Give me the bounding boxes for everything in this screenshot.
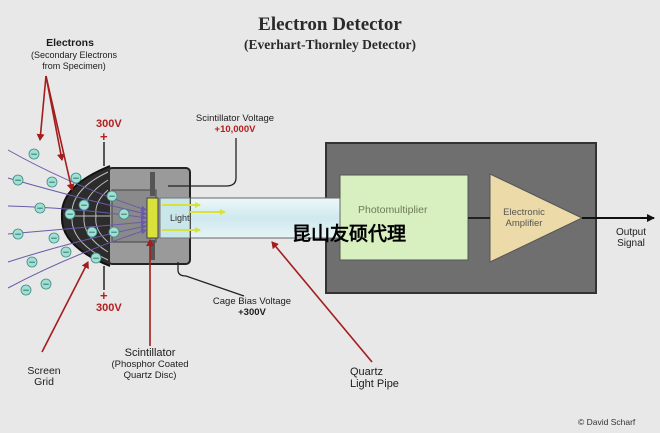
- electron: [26, 256, 38, 268]
- electron-charge-symbol: −: [80, 201, 88, 211]
- scintillator-disc: [146, 197, 159, 239]
- quartz-light-pipe-label: Quartz Light Pipe: [350, 366, 399, 390]
- electron: [40, 278, 52, 290]
- electrons: −−−−−−−−−−−−−−−−−−: [12, 148, 130, 296]
- electron-charge-symbol: −: [22, 286, 30, 296]
- cage-bias-wire: [177, 262, 245, 297]
- electron: [12, 228, 24, 240]
- scintillator-line1: Scintillator: [124, 347, 176, 359]
- electron-charge-symbol: −: [92, 254, 100, 264]
- electron-charge-symbol: −: [48, 178, 56, 188]
- electron: [78, 199, 90, 211]
- scintillator-voltage-line1: Scintillator Voltage: [195, 113, 275, 124]
- electron-charge-symbol: −: [28, 258, 36, 268]
- electron: [106, 190, 118, 202]
- electron: [12, 174, 24, 186]
- bottom-voltage-label: 300V: [96, 302, 122, 314]
- cage-slit-top: [150, 172, 155, 196]
- electron: [60, 246, 72, 258]
- electron: [70, 172, 82, 184]
- amplifier-label-line2: Amplifier: [505, 218, 543, 229]
- amplifier-label: Electronic Amplifier: [490, 207, 558, 229]
- electrons-label-line2: (Secondary Electrons: [30, 50, 118, 60]
- output-signal-label: Output Signal: [606, 227, 656, 249]
- light-arrows: [162, 202, 226, 233]
- electron-charge-symbol: −: [36, 204, 44, 214]
- screen-grid-line2: Grid: [34, 376, 54, 388]
- electron: [118, 208, 130, 220]
- scintillator-voltage-label: Scintillator Voltage +10,000V: [180, 113, 290, 135]
- electron-charge-symbol: −: [62, 248, 70, 258]
- electron-charge-symbol: −: [14, 176, 22, 186]
- screen-grid-line1: Screen: [27, 365, 61, 377]
- scintillator-voltage-wire: [168, 138, 237, 187]
- electron-charge-symbol: −: [88, 228, 96, 238]
- light-label: Light: [170, 213, 190, 223]
- cage-bias-line1: Cage Bias Voltage: [212, 296, 292, 307]
- cage-slit-bottom: [150, 240, 155, 260]
- quartz-line2: Light Pipe: [350, 378, 399, 390]
- scintillator-line3: Quartz Disc): [123, 370, 177, 381]
- electron: [108, 226, 120, 238]
- electron: [64, 208, 76, 220]
- electron-charge-symbol: −: [50, 234, 58, 244]
- electron-charge-symbol: −: [66, 210, 74, 220]
- scintillator-line2: (Phosphor Coated: [111, 359, 189, 370]
- electron: [90, 252, 102, 264]
- electrons-label-line3: from Specimen): [42, 61, 106, 71]
- pointer-lines: [36, 75, 373, 363]
- quartz-line1: Quartz: [350, 366, 384, 378]
- bottom-plus-sign: +: [100, 288, 108, 303]
- electron: [20, 284, 32, 296]
- top-voltage-label: 300V: [96, 118, 122, 130]
- electron-charge-symbol: −: [110, 228, 118, 238]
- credit-text: © David Scharf: [578, 417, 636, 427]
- cage-bias-line2: +300V: [238, 307, 266, 318]
- top-plus-sign: +: [100, 129, 108, 144]
- photomultiplier-label: Photomultiplier: [358, 204, 428, 216]
- electron: [48, 232, 60, 244]
- electron: [46, 176, 58, 188]
- electron-charge-symbol: −: [120, 210, 128, 220]
- electron-charge-symbol: −: [72, 174, 80, 184]
- electron: [28, 148, 40, 160]
- electron-charge-symbol: −: [14, 230, 22, 240]
- electron-charge-symbol: −: [30, 150, 38, 160]
- output-signal-line1: Output: [615, 227, 647, 238]
- electron-charge-symbol: −: [42, 280, 50, 290]
- electron: [34, 202, 46, 214]
- electron: [86, 226, 98, 238]
- output-signal-line2: Signal: [617, 238, 645, 249]
- diagram-subtitle: (Everhart-Thornley Detector): [243, 37, 417, 52]
- amplifier-label-line1: Electronic: [503, 207, 545, 218]
- scintillator-label: Scintillator (Phosphor Coated Quartz Dis…: [100, 347, 200, 382]
- cage-bias-label: Cage Bias Voltage +300V: [200, 296, 304, 318]
- electrons-sub-label: (Secondary Electrons from Specimen): [14, 50, 134, 72]
- diagram-title: Electron Detector: [258, 14, 402, 35]
- electrons-label: Electrons: [20, 38, 120, 49]
- electrons-label-line1: Electrons: [46, 37, 94, 49]
- photomultiplier-box: [339, 174, 469, 261]
- scintillator-voltage-line2: +10,000V: [214, 124, 256, 135]
- electron-charge-symbol: −: [108, 192, 116, 202]
- watermark-text: 昆山友硕代理: [292, 223, 407, 245]
- screen-grid-label: Screen Grid: [22, 366, 66, 388]
